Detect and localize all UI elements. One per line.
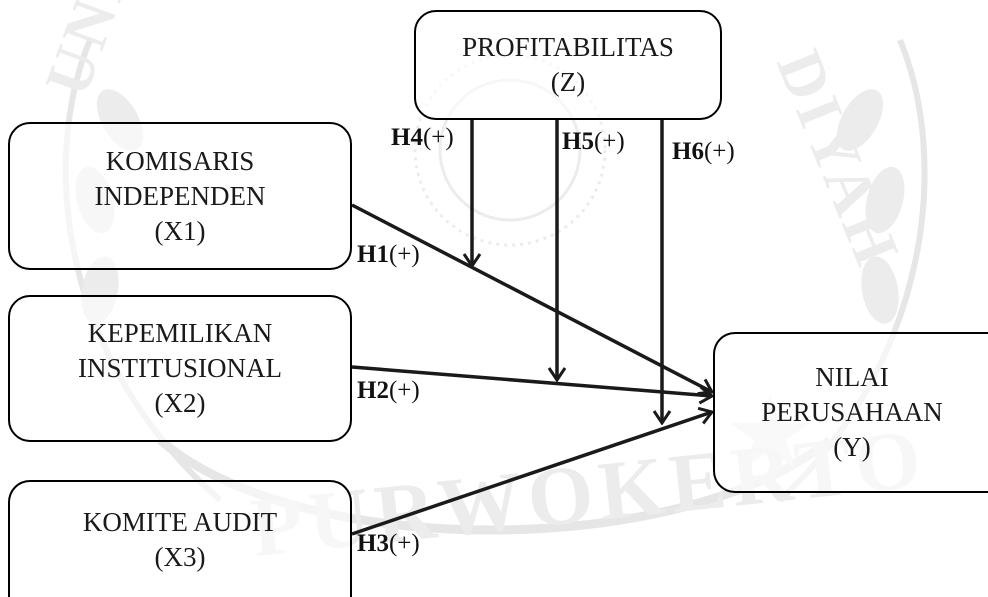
node-nilai-line-2: PERUSAHAAN xyxy=(761,397,943,427)
hypothesis-h2-sign: (+) xyxy=(388,377,420,404)
node-kepemilikan-institusional: KEPEMILIKAN INSTITUSIONAL (X2) xyxy=(8,295,352,442)
hypothesis-h4-sign: (+) xyxy=(422,124,454,151)
node-komisaris-line-2: INDEPENDEN xyxy=(94,180,266,211)
node-nilai-perusahaan: NILAI PERUSAHAAN (Y) xyxy=(713,332,988,493)
hypothesis-h4-label: H4(+) xyxy=(391,124,454,152)
hypothesis-h2-code: H2 xyxy=(357,377,389,404)
hypothesis-h2-label: H2(+) xyxy=(357,377,420,405)
hypothesis-h3-code: H3 xyxy=(357,530,389,557)
hypothesis-h1-label: H1(+) xyxy=(357,241,420,269)
node-kepemilikan-line-2: INSTITUSIONAL xyxy=(78,353,282,383)
hypothesis-h6-label: H6(+) xyxy=(672,138,735,166)
node-nilai-line-1: NILAI xyxy=(815,362,889,392)
node-komisaris-line-3: (X1) xyxy=(154,215,206,246)
hypothesis-h5-label: H5(+) xyxy=(562,128,625,156)
hypothesis-h6-sign: (+) xyxy=(703,138,735,165)
arrow-x1-to-y xyxy=(351,203,712,392)
hypothesis-h1-code: H1 xyxy=(357,241,389,268)
node-kepemilikan-line-1: KEPEMILIKAN xyxy=(87,318,273,348)
hypothesis-h5-sign: (+) xyxy=(593,128,625,155)
node-profitabilitas: PROFITABILITAS (Z) xyxy=(414,10,722,120)
node-profitabilitas-line-1: PROFITABILITAS xyxy=(462,32,674,62)
node-kepemilikan-line-3: (X2) xyxy=(154,388,206,418)
hypothesis-h3-sign: (+) xyxy=(388,530,420,557)
hypothesis-h5-code: H5 xyxy=(562,128,594,155)
node-komisaris-independen: KOMISARIS INDEPENDEN (X1) xyxy=(8,122,352,270)
hypothesis-h4-code: H4 xyxy=(391,124,423,151)
arrow-x2-to-y xyxy=(351,365,712,396)
hypothesis-h1-sign: (+) xyxy=(388,241,420,268)
node-komite-line-2: (X3) xyxy=(154,541,206,572)
hypothesis-h6-code: H6 xyxy=(672,138,704,165)
node-komite-line-1: KOMITE AUDIT xyxy=(82,506,278,537)
node-profitabilitas-line-2: (Z) xyxy=(550,67,586,97)
arrow-x3-to-y xyxy=(351,412,712,536)
node-komite-audit: KOMITE AUDIT (X3) xyxy=(8,480,352,597)
node-nilai-line-3: (Y) xyxy=(833,432,871,462)
node-komisaris-line-1: KOMISARIS xyxy=(105,145,255,176)
hypothesis-h3-label: H3(+) xyxy=(357,530,420,558)
